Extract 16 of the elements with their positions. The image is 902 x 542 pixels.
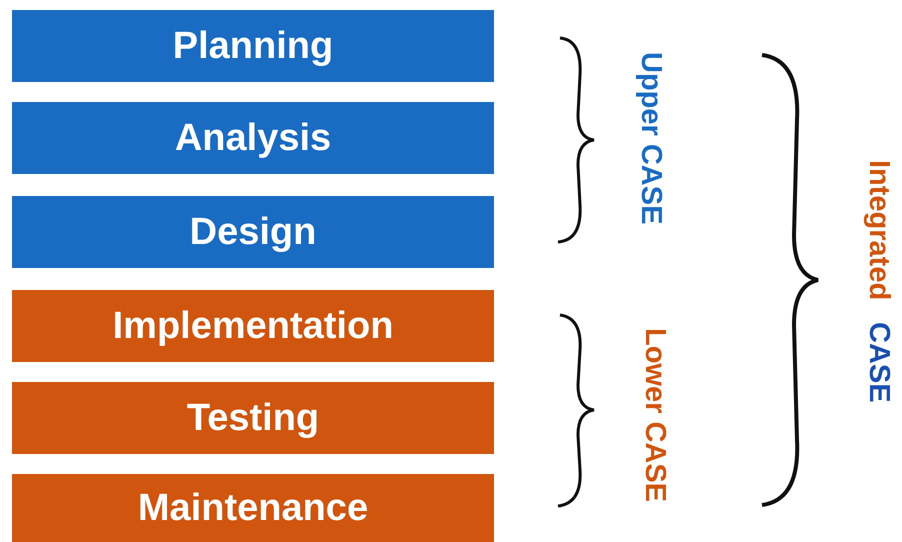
process-box: [12, 102, 494, 174]
box-label: Testing: [186, 396, 320, 440]
box-label: Implementation: [112, 304, 394, 348]
box-label: Design: [190, 210, 316, 254]
bracket-label: Lower CASE: [640, 328, 669, 502]
box-label: Planning: [172, 24, 334, 68]
box-label: Maintenance: [138, 486, 368, 530]
box-label: Analysis: [174, 116, 332, 160]
process-box: [12, 10, 494, 82]
bracket-label: CASE: [864, 322, 893, 403]
process-box: [12, 382, 494, 454]
process-box: [12, 474, 494, 542]
process-box: [12, 196, 494, 268]
process-box: [12, 290, 494, 362]
bracket-label: Upper CASE: [636, 52, 665, 224]
bracket-label: Integrated: [864, 160, 893, 300]
